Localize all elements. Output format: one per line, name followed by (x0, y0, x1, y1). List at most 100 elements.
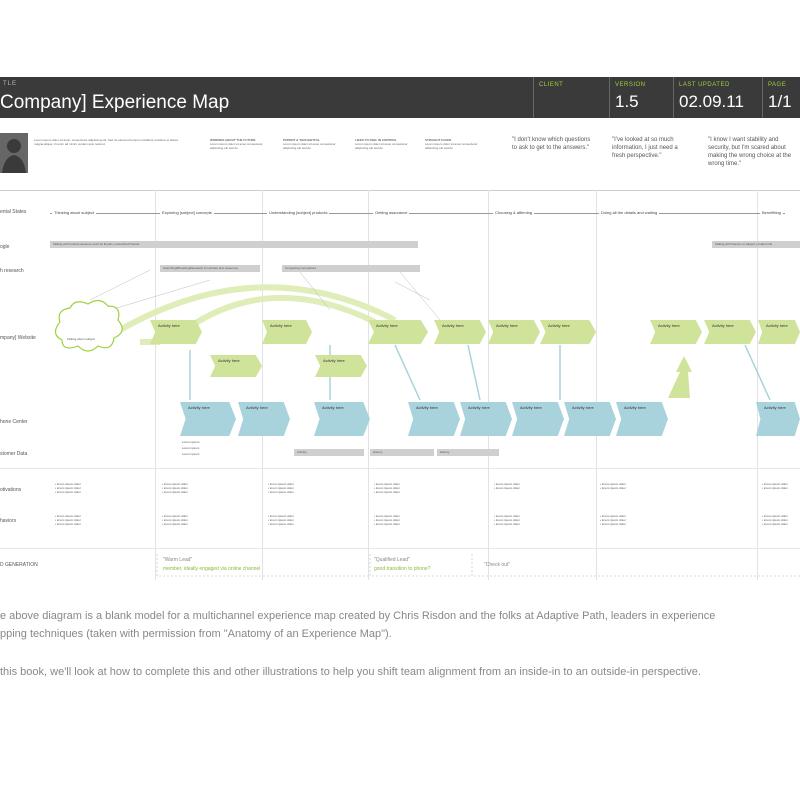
list-item: • lorem ipsum dolor (600, 482, 626, 486)
list-item: • lorem ipsum dolor (55, 522, 81, 526)
list-item: • lorem ipsum dolor (268, 490, 294, 494)
row-label-research: h research (0, 268, 24, 274)
website-activity: Activity here (262, 320, 312, 344)
list-item: • lorem ipsum dolor (55, 514, 81, 518)
phone-activity: Activity here (180, 402, 236, 436)
list-item: • lorem ipsum dolor (268, 486, 294, 490)
list-item: • lorem ipsum dolor (162, 490, 188, 494)
phone-activity: Activity here (408, 402, 460, 436)
map-header: TLE Company] Experience Map CLIENT VERSI… (0, 77, 800, 118)
behavior-list: • lorem ipsum dolor • lorem ipsum dolor … (55, 514, 81, 526)
motivation-list: • lorem ipsum dolor • lorem ipsum dolor … (55, 482, 81, 494)
motivation-list: • lorem ipsum dolor • lorem ipsum dolor (494, 482, 520, 490)
motivation-list: • lorem ipsum dolor • lorem ipsum dolor … (268, 482, 294, 494)
list-item: • lorem ipsum dolor (374, 514, 400, 518)
persona-quote-2: "I've looked at so much information, I j… (612, 137, 678, 159)
customer-data-activity: Activity (294, 449, 364, 456)
page-value: 1/1 (768, 92, 792, 111)
motivation-list: • lorem ipsum dolor • lorem ipsum dolor (762, 482, 788, 490)
stage-label: Thinking about subject (52, 210, 97, 215)
list-item: • lorem ipsum dolor (494, 514, 520, 518)
persona-trait-2: PATIENT & THOUGHTFUL Lorem ipsum dolor s… (283, 138, 338, 150)
caption-line-1: e above diagram is a blank model for a m… (0, 610, 716, 622)
escalation-arrow-icon (668, 356, 692, 398)
stage-divider (262, 190, 263, 580)
behavior-list: • lorem ipsum dolor • lorem ipsum dolor … (374, 514, 400, 526)
list-item: • lorem ipsum dolor (374, 522, 400, 526)
customer-data-history: History (370, 449, 434, 456)
phone-activity: Activity here (564, 402, 616, 436)
version-value: 1.5 (615, 92, 639, 111)
list-item: • lorem ipsum dolor (374, 490, 400, 494)
lane-divider (0, 548, 800, 549)
row-label-website: mpany] Website (0, 335, 36, 341)
trait-heading: LIKES TO FEEL IN CONTROL (355, 138, 397, 142)
checkout-label: "Check out" (484, 562, 511, 568)
phase-divider (0, 190, 800, 191)
persona-trait-4: STRAIGHT FACED Lorem ipsum dolor sit ame… (425, 138, 480, 150)
list-item: • lorem ipsum dolor (55, 518, 81, 522)
qualified-lead-desc: good transition to phone? (374, 566, 431, 572)
updated-value: 02.09.11 (679, 92, 744, 111)
list-item: • lorem ipsum dolor (762, 482, 788, 486)
motivation-list: • lorem ipsum dolor • lorem ipsum dolor (600, 482, 626, 490)
website-activity: Activity here (150, 320, 202, 344)
row-label-behaviors: haviors (0, 518, 17, 524)
note: Lorem ipsum (182, 446, 200, 450)
note: Lorem ipsum (182, 440, 200, 444)
list-item: • lorem ipsum dolor (374, 482, 400, 486)
stage-divider (757, 190, 758, 580)
list-item: • lorem ipsum dolor (162, 514, 188, 518)
persona-trait-3: LIKES TO FEEL IN CONTROL Lorem ipsum dol… (355, 138, 410, 150)
list-item: • lorem ipsum dolor (162, 522, 188, 526)
list-item: • lorem ipsum dolor (268, 518, 294, 522)
caption-line-3: this book, we'll look at how to complete… (0, 666, 701, 678)
trait-heading: WORRIES ABOUT THE FUTURE (210, 138, 256, 142)
trait-body: Lorem ipsum dolor sit amet consectetur a… (425, 142, 478, 150)
list-item: • lorem ipsum dolor (162, 482, 188, 486)
behavior-list: • lorem ipsum dolor • lorem ipsum dolor … (268, 514, 294, 526)
list-item: • lorem ipsum dolor (162, 518, 188, 522)
qualified-lead-label: "Qualified Lead" (374, 557, 410, 563)
stage-timeline (50, 213, 785, 214)
phone-activity: Activity here (238, 402, 290, 436)
list-item: • lorem ipsum dolor (494, 522, 520, 526)
map-title: Company] Experience Map (0, 92, 230, 113)
list-item: • lorem ipsum dolor (600, 514, 626, 518)
list-item: • lorem ipsum dolor (55, 486, 81, 490)
trait-body: Lorem ipsum dolor sit amet consectetur a… (283, 142, 336, 150)
website-activity: Activity here (650, 320, 702, 344)
warm-lead-label: "Warm Lead" (163, 557, 193, 563)
stage-label: Understanding [subject] products (267, 210, 330, 215)
list-item: • lorem ipsum dolor (494, 482, 520, 486)
list-item: • lorem ipsum dolor (374, 518, 400, 522)
phone-activity: Activity here (756, 402, 800, 436)
trait-heading: PATIENT & THOUGHTFUL (283, 138, 320, 142)
website-activity: Activity here (488, 320, 540, 344)
list-item: • lorem ipsum dolor (55, 490, 81, 494)
page-cell: PAGE 1/1 (762, 77, 800, 118)
list-item: • lorem ipsum dolor (162, 486, 188, 490)
phone-activity: Activity here (314, 402, 370, 436)
stage-divider (155, 190, 156, 580)
customer-data-history: History (437, 449, 499, 456)
client-label: CLIENT (539, 82, 564, 88)
title-label: TLE (3, 81, 18, 87)
row-label-phone-center: hone Center (0, 419, 28, 425)
stage-divider (488, 190, 489, 580)
row-label-mental-states: ental States (0, 209, 27, 215)
list-item: • lorem ipsum dolor (600, 486, 626, 490)
behavior-list: • lorem ipsum dolor • lorem ipsum dolor … (600, 514, 626, 526)
down-arrows (189, 344, 771, 401)
client-cell: CLIENT (533, 77, 609, 118)
lane-divider (0, 468, 800, 469)
stage-label: Doing all the details and waiting (599, 210, 660, 215)
research-bar-1: Searching/Browsing/Research for articles… (160, 265, 260, 272)
cloud-label: Talking about subject (67, 337, 96, 341)
website-activity: Activity here (758, 320, 800, 344)
research-bar-2: Comparing competitors (282, 265, 420, 272)
caption-line-2: pping techniques (taken with permission … (0, 628, 392, 640)
persona-avatar (0, 133, 28, 173)
updated-cell: LAST UPDATED 02.09.11 (673, 77, 762, 118)
